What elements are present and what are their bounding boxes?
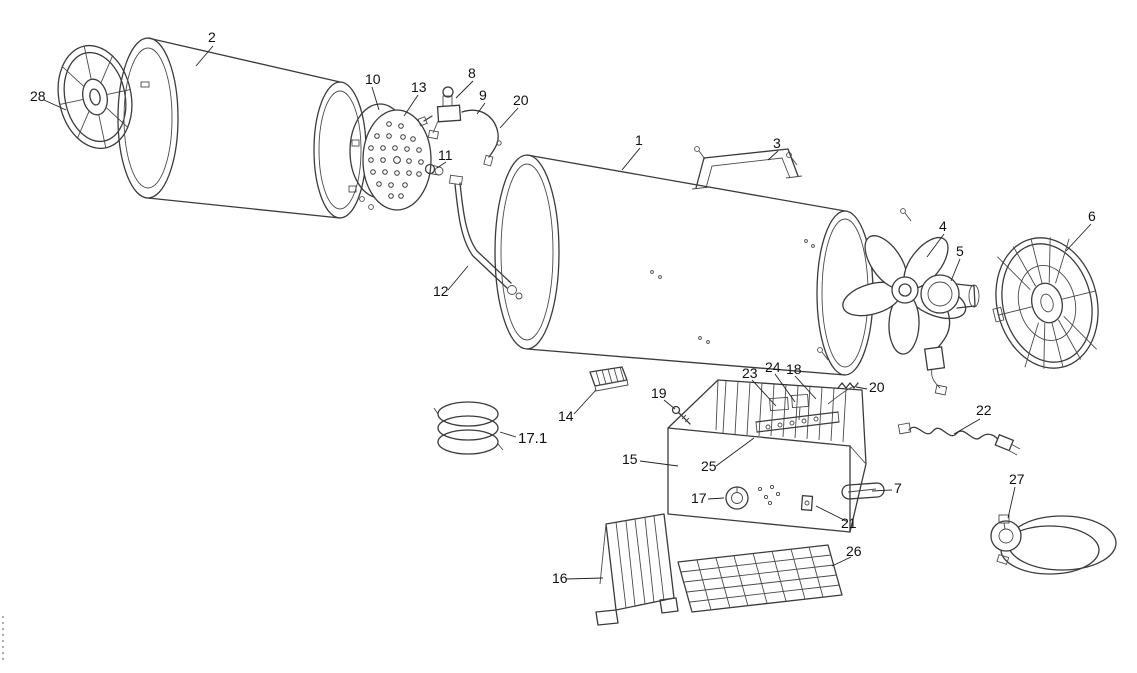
part-gas-valve <box>417 86 462 140</box>
callout-20a: 20 <box>513 92 529 108</box>
callout-10: 10 <box>365 71 381 87</box>
part-grip <box>841 482 885 500</box>
callout-16: 16 <box>552 570 568 586</box>
part-base-housing <box>667 379 867 533</box>
part-outer-shell <box>117 37 374 219</box>
callout-26: 26 <box>846 543 862 559</box>
panel-holes <box>757 484 781 506</box>
part-burner-manifold <box>755 385 855 433</box>
part-stand <box>595 513 679 626</box>
cord-plug <box>994 433 1015 452</box>
part-gas-pipe <box>448 174 523 300</box>
callout-24: 24 <box>765 359 781 375</box>
part-pipe-fitting <box>424 163 444 176</box>
callout-22: 22 <box>976 402 992 418</box>
front-guard-spokes <box>59 46 131 148</box>
callout-4: 4 <box>939 218 947 234</box>
callout-6: 6 <box>1088 208 1096 224</box>
callout-12: 12 <box>433 283 449 299</box>
callout-3: 3 <box>773 135 781 151</box>
guard-mount-tab <box>992 306 1005 323</box>
part-handle <box>691 148 803 190</box>
shell-tab-bottom <box>348 185 357 193</box>
part-igniter-wire <box>461 109 502 167</box>
cylinder-rivets <box>650 239 815 344</box>
screw-icon <box>817 347 829 361</box>
callout-27: 27 <box>1009 471 1025 487</box>
callout-18: 18 <box>786 361 802 377</box>
callout-23: 23 <box>742 365 758 381</box>
screw-icon <box>900 208 912 222</box>
part-coil-spring <box>433 401 504 455</box>
part-motor <box>920 274 980 396</box>
stand-foot-left <box>595 609 619 626</box>
part-finned-bracket <box>589 366 629 392</box>
stand-foot-right <box>659 597 679 614</box>
part-rear-guard <box>992 237 1099 369</box>
callout-17: 17 <box>691 490 707 506</box>
pipe-nut-top <box>448 174 464 186</box>
rear-guard-spokes <box>996 237 1098 369</box>
callout-13: 13 <box>411 79 427 95</box>
shell-clip <box>140 81 150 88</box>
callout-19: 19 <box>651 385 667 401</box>
shell-screw-1 <box>359 196 365 202</box>
callout-17-1: 17.1 <box>518 430 547 447</box>
part-burner-plate <box>362 109 432 211</box>
callout-14: 14 <box>558 408 574 424</box>
pipe-nut-bottom <box>507 285 517 295</box>
callout-25: 25 <box>701 458 717 474</box>
stand-slats <box>615 515 665 609</box>
thermocouple-wire <box>827 385 855 405</box>
callout-28: 28 <box>30 88 46 104</box>
callout-9: 9 <box>479 87 487 103</box>
callout-1: 1 <box>635 132 643 148</box>
leader-lines <box>43 45 1092 580</box>
callout-15: 15 <box>622 451 638 467</box>
callout-5: 5 <box>956 243 964 259</box>
part-grate <box>677 544 843 613</box>
shell-tab-top <box>351 139 360 147</box>
pipe-tip <box>515 292 523 300</box>
callout-11: 11 <box>438 147 453 163</box>
wire-clip <box>496 140 502 146</box>
part-control-knob <box>725 484 781 510</box>
callout-2: 2 <box>208 29 216 45</box>
hose-nut <box>996 554 1010 565</box>
part-switch <box>800 495 814 511</box>
screw-icon <box>694 146 706 160</box>
housing-louvers <box>722 380 847 443</box>
part-spring-clip <box>837 382 859 389</box>
part-front-guard <box>57 44 133 150</box>
bracket-fins <box>595 366 625 386</box>
callout-21: 21 <box>841 515 857 531</box>
callout-20b: 20 <box>869 379 885 395</box>
part-hose-regulator <box>990 514 1117 575</box>
shell-screw-2 <box>368 204 374 210</box>
grate-lines <box>680 546 841 611</box>
wire-terminal <box>483 154 494 167</box>
callout-labels: 28 2 10 13 8 9 20 11 1 3 4 5 6 12 14 17.… <box>30 29 1096 586</box>
motor-plug <box>923 346 946 371</box>
callout-7: 7 <box>894 480 902 496</box>
callout-8: 8 <box>468 65 476 81</box>
part-main-cylinder <box>494 154 874 376</box>
part-power-cord <box>897 422 1021 456</box>
burner-plate-holes <box>368 121 424 199</box>
manifold-orifices <box>765 416 819 430</box>
